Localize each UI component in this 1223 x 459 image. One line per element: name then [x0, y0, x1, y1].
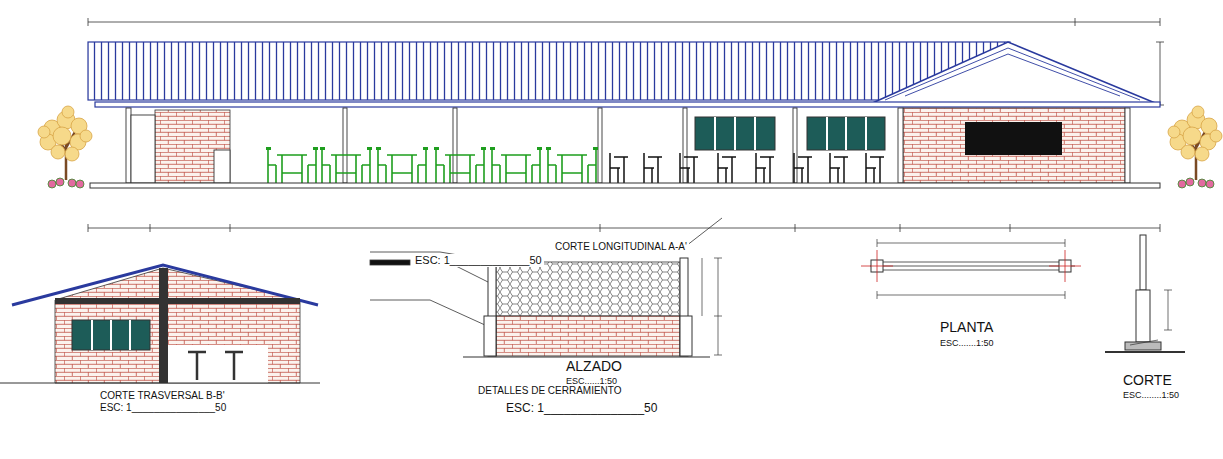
column	[126, 108, 131, 183]
student-desk	[794, 153, 812, 183]
cross-section	[188, 352, 243, 380]
scale-note: ESC........1:50	[1121, 390, 1181, 400]
column	[343, 108, 347, 183]
fence-section	[1105, 235, 1185, 352]
fence-plan	[861, 239, 1081, 299]
fence-section	[1130, 290, 1172, 345]
scale-note: ESC: 1_____________50	[413, 254, 544, 267]
brick-wall	[155, 110, 230, 183]
view-title: CORTE	[1121, 372, 1174, 388]
leader-line	[686, 218, 722, 246]
floor-slab	[90, 183, 1160, 188]
fence-elevation	[702, 258, 722, 355]
blackboard	[965, 122, 1062, 155]
label-text: DETALLES DE CERRAMIENTO	[478, 385, 622, 396]
fence-elevation	[680, 316, 692, 356]
dining-table	[266, 147, 598, 183]
view-title: DETALLES DE CERRAMIENTO	[476, 385, 624, 397]
scale-note: ESC.......1:50	[938, 338, 996, 348]
view-title: PLANTA	[938, 319, 995, 335]
window	[715, 117, 866, 150]
label-text: ESC: 1_______________50	[506, 401, 657, 415]
dimension-line	[88, 224, 1160, 232]
floor-slab	[90, 183, 1160, 188]
column	[598, 108, 602, 183]
cross-section	[92, 320, 130, 350]
fence-plan	[877, 239, 1065, 299]
label-text: ESC.......1:50	[940, 338, 994, 348]
tree	[1168, 106, 1222, 188]
label-text: CORTE	[1123, 372, 1172, 388]
label-text: ESC........1:50	[1123, 390, 1179, 400]
dining-table	[376, 147, 428, 183]
student-desk	[866, 153, 884, 183]
roof	[868, 42, 1160, 105]
column	[453, 108, 457, 183]
fence-section	[1125, 342, 1161, 350]
dining-table	[490, 147, 542, 183]
fence-elevation	[496, 316, 680, 356]
label-text: ALZADO	[566, 358, 622, 374]
column	[683, 108, 687, 183]
student-desk	[756, 153, 774, 183]
dining-table	[320, 147, 372, 183]
fence-elevation	[484, 316, 496, 356]
student-desk	[610, 153, 884, 183]
dining-table	[434, 147, 486, 183]
dimension-line	[88, 18, 1164, 232]
student-desk	[718, 153, 736, 183]
roof	[88, 42, 1160, 107]
leader-line	[370, 218, 722, 330]
student-desk	[830, 153, 848, 183]
cross-section	[168, 345, 268, 383]
cross-section	[159, 268, 168, 383]
label-text: CORTE LONGITUDINAL A-A'	[555, 241, 687, 252]
student-desk	[644, 153, 662, 183]
fence-plan	[870, 262, 1075, 270]
column	[131, 115, 155, 183]
cross-section	[0, 265, 320, 383]
fence-section	[1136, 290, 1150, 342]
cross-section	[55, 298, 300, 304]
student-desk	[610, 153, 628, 183]
fence-section	[1140, 235, 1146, 290]
roof	[88, 42, 1010, 100]
brick-wall	[903, 108, 1125, 183]
leader-line	[370, 260, 410, 265]
column	[126, 108, 1130, 183]
window	[695, 117, 885, 150]
brick-wall	[155, 108, 1125, 183]
fence-elevation	[463, 258, 722, 357]
view-title: ALZADO	[564, 358, 624, 374]
label-text: ESC: 1_____________50	[415, 254, 542, 266]
view-title: CORTE TRASVERSAL B-B'	[98, 390, 227, 402]
dimension-line	[88, 18, 1160, 26]
column	[898, 108, 903, 183]
dining-table	[546, 147, 598, 183]
tree	[1168, 106, 1222, 188]
column	[1125, 108, 1130, 183]
label-text: PLANTA	[940, 319, 993, 335]
column	[214, 150, 230, 183]
label-text: CORTE TRASVERSAL B-B'	[100, 390, 225, 401]
fence-section	[1105, 351, 1185, 353]
fence-plan	[861, 250, 1081, 282]
student-desk	[680, 153, 698, 183]
scale-note: ESC: 1_______________50	[98, 402, 228, 414]
fence-elevation	[496, 262, 680, 316]
blackboard	[965, 122, 1062, 155]
tree	[38, 106, 92, 188]
view-title: CORTE LONGITUDINAL A-A'	[553, 241, 689, 253]
dimension-line	[1156, 42, 1164, 105]
cross-section	[0, 383, 320, 384]
label-text: ESC: 1_______________50	[100, 402, 226, 413]
cross-section	[72, 320, 150, 350]
scale-note: ESC: 1_______________50	[504, 402, 659, 416]
roof	[885, 48, 1140, 100]
tree	[38, 106, 92, 188]
dining-table	[266, 147, 318, 183]
roof	[95, 102, 1160, 107]
